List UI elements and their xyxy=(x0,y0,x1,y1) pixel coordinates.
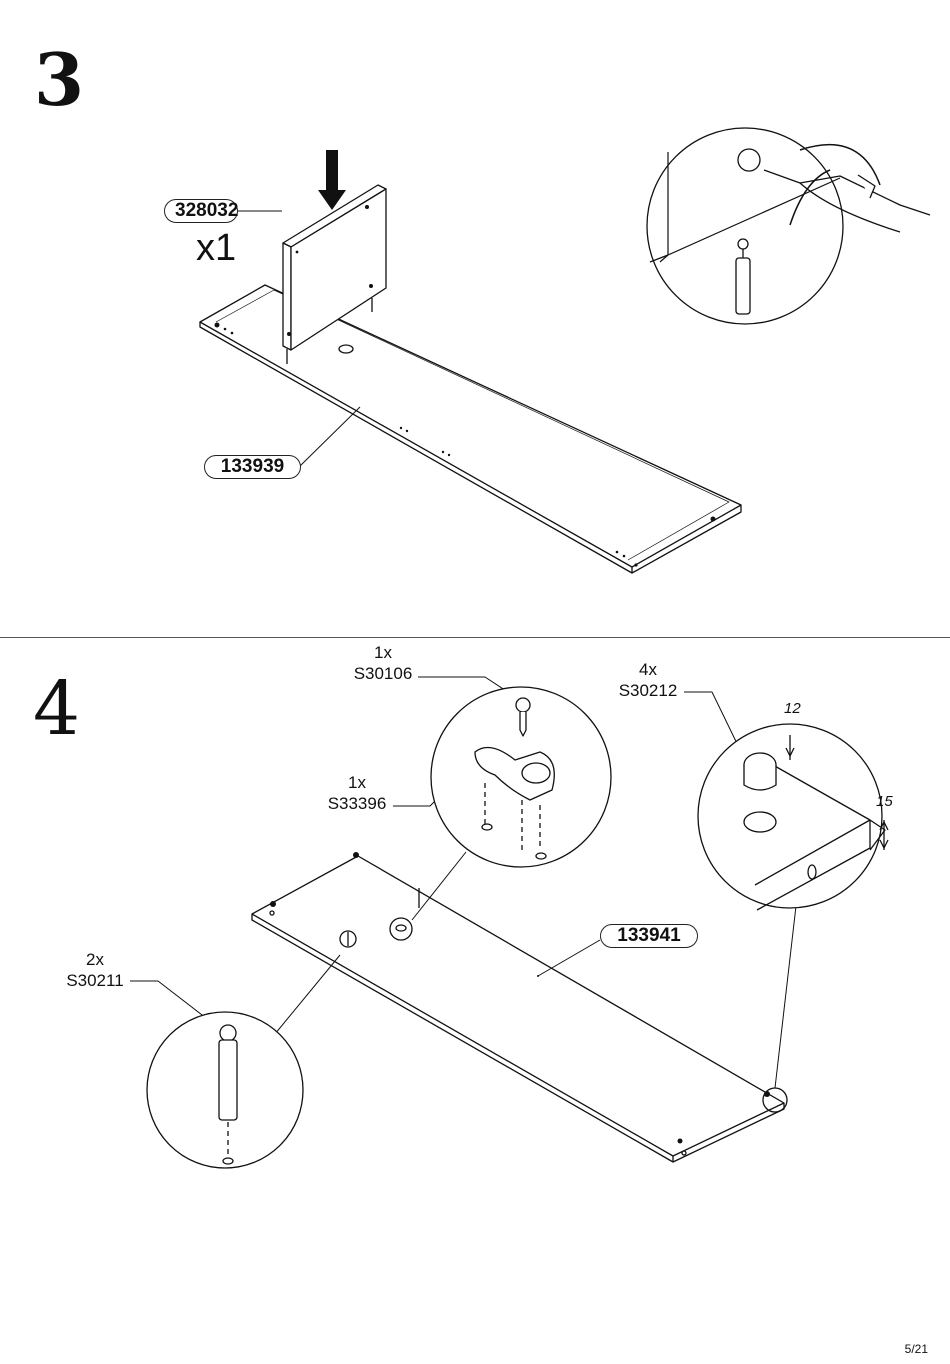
panel-133941-drawing xyxy=(251,852,788,1163)
page-number: 5/21 xyxy=(904,1342,928,1356)
callout-code: S33396 xyxy=(327,794,387,813)
callout-s30106: 1x S30106 xyxy=(348,642,418,684)
detail-circle-cam-lock xyxy=(430,686,612,868)
callout-code: S30211 xyxy=(66,971,124,990)
step-number-3: 3 xyxy=(34,37,85,122)
callout-s33396: 1x S33396 xyxy=(321,772,393,814)
callout-quantity: 4x xyxy=(639,660,657,679)
panel-133939-drawing xyxy=(199,284,742,574)
part-label-133939: 133939 xyxy=(204,455,301,479)
callout-quantity: 1x xyxy=(348,773,366,792)
part-quantity-328032: x1 xyxy=(196,227,237,269)
part-label-328032: 328032 xyxy=(164,199,238,223)
dimension-12: 12 xyxy=(784,700,801,717)
dimension-15: 15 xyxy=(876,793,893,810)
step-number-4: 4 xyxy=(33,666,81,752)
callout-quantity: 1x xyxy=(374,643,392,662)
callout-code: S30106 xyxy=(353,664,413,683)
detail-circle-screwdriver xyxy=(646,127,931,325)
callout-s30211: 2x S30211 xyxy=(58,949,132,991)
callout-code: S30212 xyxy=(618,681,678,700)
detail-circle-dowel xyxy=(146,1011,304,1169)
part-label-133941: 133941 xyxy=(600,924,698,948)
callout-quantity: 2x xyxy=(86,950,104,969)
panel-328032-drawing xyxy=(282,184,387,364)
callout-s30212: 4x S30212 xyxy=(611,659,685,701)
section-divider xyxy=(0,637,950,638)
detail-circle-cam-fitting xyxy=(697,723,889,911)
